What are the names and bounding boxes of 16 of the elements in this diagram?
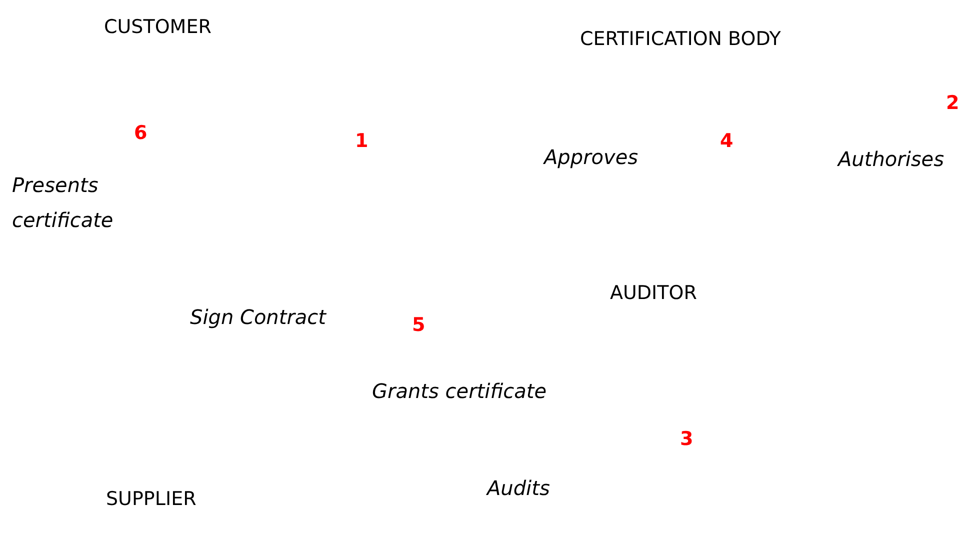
step-number: 2 (946, 91, 960, 116)
party-name: SUPPLIER (106, 487, 196, 512)
party-name: AUDITOR (610, 281, 697, 306)
action-label: Approves (544, 144, 638, 171)
step-number: 3 (680, 427, 694, 452)
action-label: Audits (487, 475, 550, 502)
action-label: Authorises (838, 146, 944, 173)
party-name: CUSTOMER (104, 15, 212, 40)
party-name: CERTIFICATION BODY (580, 27, 781, 52)
step-number: 4 (720, 129, 734, 154)
action-label: Sign Contract (190, 304, 326, 331)
step-number: 1 (355, 129, 368, 154)
step-number: 6 (134, 121, 148, 146)
action-label: Presents certificate (12, 172, 114, 234)
action-label: Grants certificate (372, 378, 547, 405)
step-number: 5 (412, 313, 426, 338)
